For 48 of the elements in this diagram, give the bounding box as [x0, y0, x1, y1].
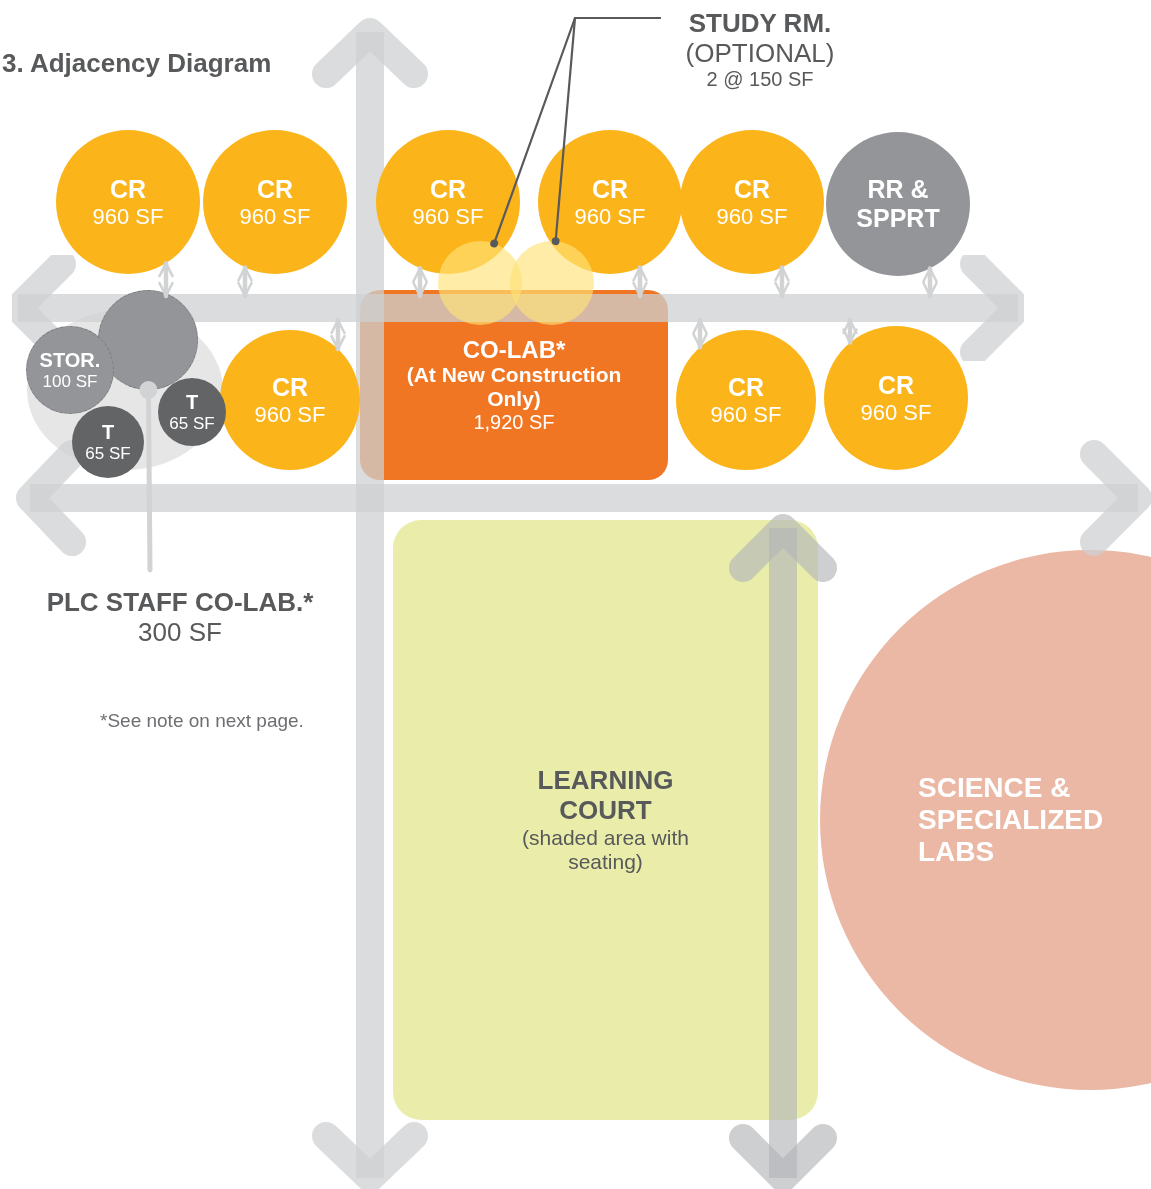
- space-name: LEARNING COURT: [536, 765, 675, 826]
- double-arrow: [774, 265, 790, 299]
- area-size: 960 SF: [239, 203, 311, 229]
- area-size: 65 SF: [169, 413, 215, 434]
- space-name: CR: [256, 174, 294, 204]
- area-size: 960 SF: [716, 203, 788, 229]
- area-size: 2 @ 150 SF: [706, 68, 814, 92]
- area-size: 100 SF: [42, 371, 98, 392]
- space-name: CR: [109, 174, 147, 204]
- area-size: 960 SF: [92, 203, 164, 229]
- double-arrow: [922, 266, 938, 299]
- double-arrow: [842, 317, 858, 345]
- space-name: CR: [429, 174, 467, 204]
- area-size: 65 SF: [85, 443, 131, 464]
- area-size: 960 SF: [254, 401, 326, 427]
- space-name: CR: [591, 174, 629, 204]
- space-name: CR: [271, 372, 309, 402]
- area-size: (OPTIONAL): [685, 38, 835, 69]
- space-name: CO-LAB*: [462, 335, 566, 364]
- area-size: 960 SF: [860, 399, 932, 425]
- area-size: (shaded area with seating): [521, 825, 690, 875]
- space-name: T: [185, 390, 199, 414]
- space-name: CR: [877, 370, 915, 400]
- area-size: 1,920 SF: [473, 411, 555, 435]
- footnote: *See note on next page.: [100, 710, 304, 732]
- space-name: STUDY RM.: [688, 8, 832, 39]
- space-name: CR: [727, 372, 765, 402]
- area-size: 960 SF: [412, 203, 484, 229]
- area-size: 300 SF: [138, 618, 222, 648]
- space-name: PLC STAFF CO-LAB.*: [46, 588, 314, 618]
- space-name: CR: [733, 174, 771, 204]
- area-size: 960 SF: [574, 203, 646, 229]
- double-arrow: [237, 265, 253, 299]
- space-name: T: [101, 420, 115, 444]
- space-name: RR & SPPRT: [855, 175, 941, 233]
- space-name: STOR.: [39, 348, 101, 372]
- area-size: (At New Construction Only): [405, 363, 623, 412]
- double-arrow: [330, 317, 346, 352]
- space-name: SCIENCE & SPECIALIZED LABS: [918, 771, 1104, 869]
- area-size: 960 SF: [710, 401, 782, 427]
- leader-line: [139, 381, 158, 573]
- double-arrow: [692, 317, 708, 350]
- diagram-title: 3. Adjacency Diagram: [2, 48, 272, 79]
- leader-line: [551, 16, 662, 246]
- learning-court-area: [393, 520, 818, 1120]
- double-arrow: [158, 260, 174, 299]
- double-arrow: [632, 265, 648, 299]
- double-arrow: [412, 266, 428, 299]
